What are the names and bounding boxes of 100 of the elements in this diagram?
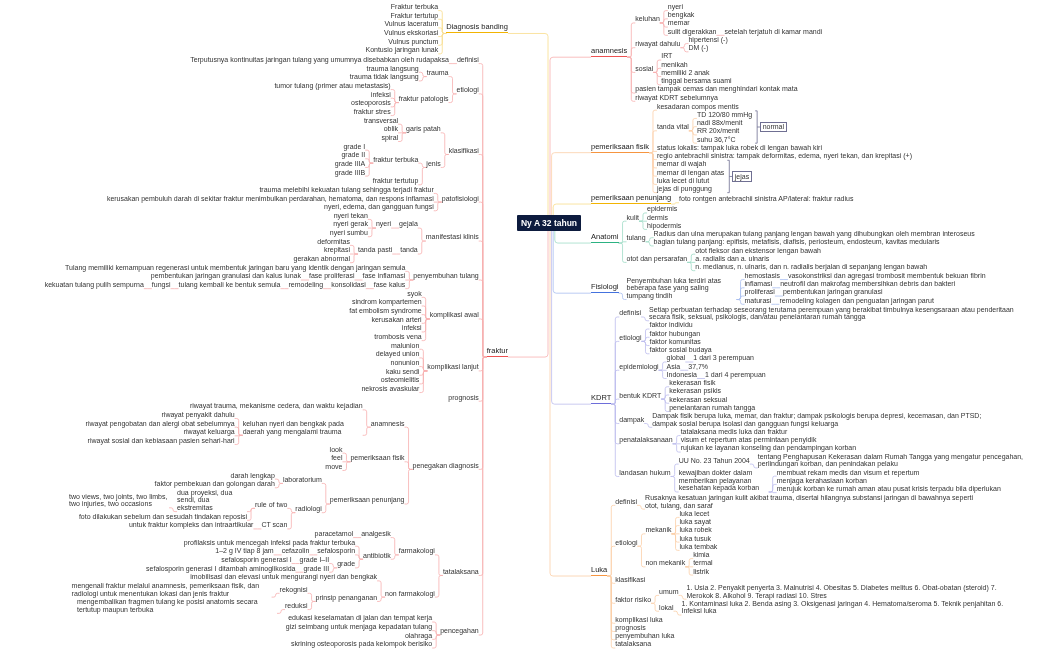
connector-line xyxy=(433,201,443,212)
connector-line xyxy=(549,56,592,216)
connector-line xyxy=(688,130,698,144)
connector-line xyxy=(618,292,627,300)
connector-line xyxy=(678,595,687,600)
connector-line xyxy=(626,47,636,58)
connector-line xyxy=(549,230,592,577)
connector-line xyxy=(143,288,153,290)
connector-line xyxy=(418,370,428,393)
connector-line xyxy=(364,158,374,164)
connector-line xyxy=(679,369,689,371)
connector-line xyxy=(307,601,316,610)
connector-line xyxy=(274,483,284,489)
connector-line xyxy=(659,22,669,36)
connector-line xyxy=(673,610,682,616)
central-topic: Ny A 32 tahun xyxy=(516,215,581,231)
connector-line xyxy=(307,592,316,602)
connector-line xyxy=(680,47,689,53)
connector-line xyxy=(716,34,725,36)
connector-line xyxy=(364,162,374,177)
connector-line xyxy=(431,634,441,649)
connector-line xyxy=(376,580,386,598)
connector-line xyxy=(771,287,781,289)
connector-line xyxy=(645,241,654,247)
connector-line xyxy=(671,533,680,551)
connector-line xyxy=(421,318,431,341)
connector-line xyxy=(376,596,386,602)
connector-line xyxy=(650,595,660,604)
connector-line xyxy=(417,240,427,255)
connector-line xyxy=(638,220,648,230)
connector-line xyxy=(440,154,450,168)
connector-line xyxy=(551,152,592,216)
connector-line xyxy=(168,507,178,512)
connector-line xyxy=(641,336,650,342)
connector-line xyxy=(295,571,304,573)
connector-line xyxy=(670,202,680,205)
connector-line xyxy=(170,288,179,290)
connector-line xyxy=(641,341,650,355)
connector-line xyxy=(618,241,627,244)
connector-line xyxy=(271,592,280,598)
connector-line xyxy=(660,398,670,412)
connector-line xyxy=(636,504,646,510)
connector-line xyxy=(554,230,592,244)
connector-line xyxy=(291,563,300,564)
connector-line xyxy=(637,533,646,547)
connector-line xyxy=(300,279,310,281)
connector-line xyxy=(404,469,413,505)
connector-line xyxy=(273,554,283,556)
connector-line xyxy=(672,443,682,453)
connector-line xyxy=(771,303,780,305)
connector-line xyxy=(417,167,427,186)
connector-line xyxy=(328,567,338,573)
connector-line xyxy=(670,476,680,493)
connector-line xyxy=(390,102,400,116)
connector-line xyxy=(640,316,650,322)
connector-line xyxy=(648,152,658,194)
connector-line xyxy=(280,288,289,290)
connector-line xyxy=(418,76,428,82)
connector-line xyxy=(391,253,401,255)
connector-line xyxy=(253,528,262,530)
connector-line xyxy=(321,503,331,514)
connector-line xyxy=(507,33,549,216)
connector-line xyxy=(618,242,627,263)
connector-line xyxy=(448,93,457,103)
connector-line xyxy=(637,545,646,568)
connector-line xyxy=(276,609,286,614)
connector-line xyxy=(736,299,745,305)
connector-line xyxy=(658,361,667,371)
connector-line xyxy=(779,279,789,280)
connector-line xyxy=(354,279,363,281)
connector-line xyxy=(551,230,592,405)
connector-line xyxy=(354,554,364,560)
connector-line xyxy=(774,295,784,297)
connector-line xyxy=(650,602,660,612)
connector-line xyxy=(658,369,667,379)
connector-line xyxy=(478,356,488,636)
connector-line xyxy=(626,56,636,102)
connector-line xyxy=(638,212,648,222)
connector-line xyxy=(437,33,447,55)
connector-line xyxy=(684,566,694,576)
connector-line xyxy=(342,461,351,471)
connector-line xyxy=(404,461,413,470)
connector-line xyxy=(322,288,332,290)
connector-line xyxy=(686,262,696,272)
connector-line xyxy=(362,409,372,428)
connector-line xyxy=(349,253,359,264)
connector-line xyxy=(308,554,318,556)
connector-line xyxy=(390,227,400,229)
connector-line xyxy=(362,426,372,436)
connector-line xyxy=(610,403,620,477)
connector-line xyxy=(365,288,375,290)
connector-line xyxy=(234,434,244,445)
connector-line xyxy=(610,398,620,405)
connector-line xyxy=(448,63,458,64)
connector-line xyxy=(404,279,414,290)
connector-line xyxy=(507,230,549,358)
connector-line xyxy=(696,378,706,379)
connector-line xyxy=(397,132,407,142)
connector-line xyxy=(390,554,400,560)
connector-line xyxy=(552,203,592,216)
